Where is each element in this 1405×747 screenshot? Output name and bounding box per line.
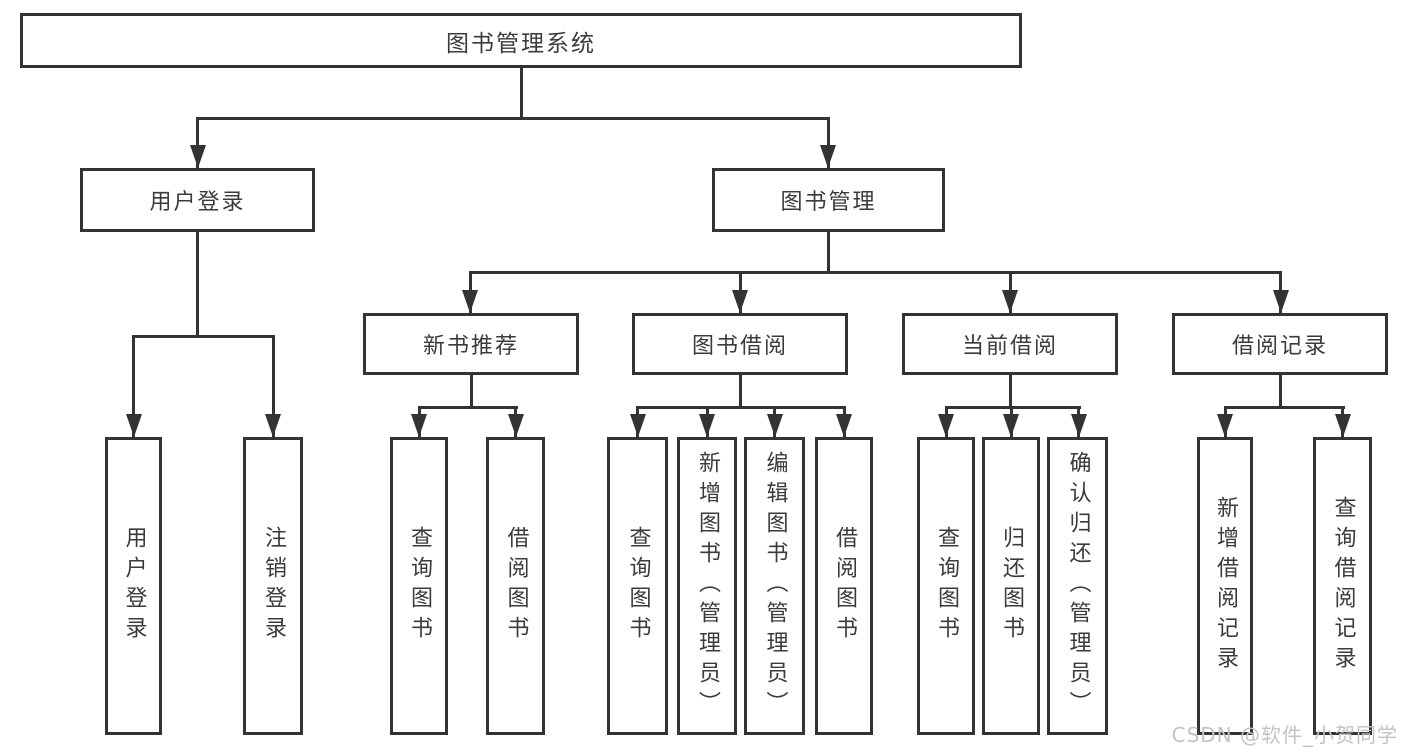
arrowhead-icon — [938, 414, 954, 437]
leaf-confirm-return-admin-label: 确认归还（管理员） — [1065, 451, 1091, 721]
node-book-management-label: 图书管理 — [780, 190, 877, 215]
connector-line — [1278, 375, 1282, 407]
leaf-user-login: 用户登录 — [105, 437, 162, 735]
leaf-return-books: 归还图书 — [982, 437, 1040, 735]
node-current-borrowing-label: 当前借阅 — [961, 334, 1058, 359]
node-borrowing-records: 借阅记录 — [1172, 313, 1388, 375]
arrowhead-icon — [507, 414, 524, 437]
connector-line — [738, 375, 742, 407]
leaf-query-books-1-label: 查询图书 — [407, 526, 432, 646]
leaf-add-books-admin-label: 新增图书（管理员） — [695, 451, 720, 721]
leaf-user-login-label: 用户登录 — [121, 526, 147, 646]
arrowhead-icon — [411, 414, 427, 437]
connector-line — [944, 405, 1081, 409]
leaf-borrow-books-2: 借阅图书 — [815, 437, 873, 735]
connector-line — [132, 336, 135, 437]
leaf-query-borrow-record-label: 查询借阅记录 — [1330, 496, 1356, 676]
arrowhead-icon — [1217, 414, 1233, 437]
arrowhead-icon — [462, 290, 478, 313]
arrowhead-icon — [629, 414, 646, 437]
leaf-borrow-books-1-label: 借阅图书 — [503, 526, 529, 646]
node-user-login-label: 用户登录 — [149, 190, 246, 215]
node-current-borrowing: 当前借阅 — [902, 313, 1118, 375]
node-root-system: 图书管理系统 — [20, 13, 1022, 68]
leaf-confirm-return-admin: 确认归还（管理员） — [1047, 437, 1108, 735]
node-book-borrowing-label: 图书借阅 — [691, 334, 788, 359]
leaf-add-borrow-record-label: 新增借阅记录 — [1213, 496, 1238, 676]
leaf-logout: 注销登录 — [243, 437, 303, 735]
arrowhead-icon — [1272, 290, 1289, 313]
connector-line — [196, 232, 199, 336]
leaf-borrow-books-2-label: 借阅图书 — [832, 526, 857, 646]
arrowhead-icon — [1003, 414, 1019, 437]
arrowhead-icon — [1334, 414, 1351, 437]
arrowhead-icon — [265, 414, 281, 437]
arrowhead-icon — [1070, 414, 1087, 437]
connector-line — [469, 375, 473, 407]
arrowhead-icon — [1002, 290, 1018, 313]
connector-line — [132, 334, 275, 338]
connector-line — [636, 405, 846, 409]
arrowhead-icon — [189, 145, 206, 168]
arrowhead-icon — [820, 145, 836, 168]
node-user-login: 用户登录 — [80, 168, 315, 232]
leaf-query-books-3: 查询图书 — [917, 437, 975, 735]
leaf-edit-books-admin-label: 编辑图书（管理员） — [762, 451, 788, 721]
connector-line — [519, 68, 523, 118]
arrowhead-icon — [836, 414, 852, 437]
arrowhead-icon — [125, 414, 142, 437]
node-new-book-recommend-label: 新书推荐 — [422, 334, 519, 359]
connector-line — [1223, 405, 1345, 409]
leaf-query-books-3-label: 查询图书 — [934, 526, 959, 646]
node-book-management: 图书管理 — [712, 168, 945, 232]
leaf-query-books-2: 查询图书 — [607, 437, 668, 735]
connector-line — [1008, 375, 1012, 407]
leaf-query-borrow-record: 查询借阅记录 — [1313, 437, 1372, 735]
csdn-watermark: CSDN @软件_小贺同学 — [1171, 723, 1398, 747]
leaf-logout-label: 注销登录 — [261, 526, 286, 646]
leaf-edit-books-admin: 编辑图书（管理员） — [744, 437, 805, 735]
leaf-borrow-books-1: 借阅图书 — [486, 437, 545, 735]
connector-line — [417, 405, 518, 409]
node-new-book-recommend: 新书推荐 — [363, 313, 579, 375]
leaf-add-borrow-record: 新增借阅记录 — [1197, 437, 1253, 735]
node-borrowing-records-label: 借阅记录 — [1231, 334, 1328, 359]
arrowhead-icon — [766, 414, 783, 437]
leaf-query-books-2-label: 查询图书 — [625, 526, 651, 646]
connector-line — [826, 117, 830, 168]
leaf-return-books-label: 归还图书 — [999, 526, 1024, 646]
connector-line — [271, 336, 275, 437]
arrowhead-icon — [699, 414, 715, 437]
node-root-label: 图书管理系统 — [446, 30, 596, 57]
arrowhead-icon — [732, 290, 748, 313]
leaf-query-books-1: 查询图书 — [390, 437, 448, 735]
connector-line — [826, 232, 830, 272]
leaf-add-books-admin: 新增图书（管理员） — [677, 437, 737, 735]
connector-line — [196, 117, 199, 168]
connector-line — [196, 116, 830, 120]
node-book-borrowing: 图书借阅 — [632, 313, 848, 375]
connector-line — [468, 270, 1282, 274]
